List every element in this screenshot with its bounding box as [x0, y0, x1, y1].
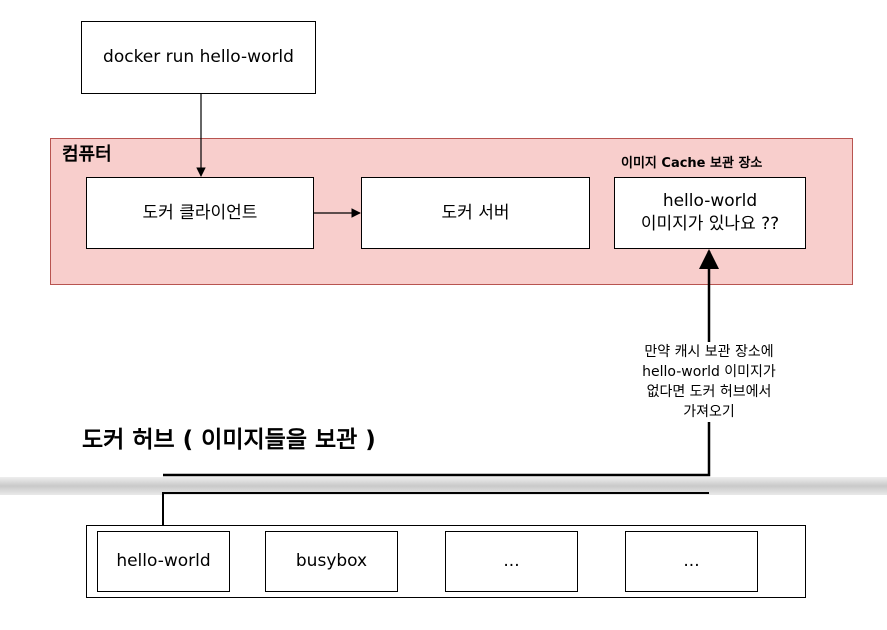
docker-client-label: 도커 클라이언트 — [142, 202, 258, 223]
note-line-2: hello-world 이미지가 — [642, 364, 776, 380]
hub-connector — [162, 492, 709, 533]
cache-line-1: hello-world — [662, 191, 758, 212]
hub-image-label: ... — [503, 551, 520, 572]
computer-title: 컴퓨터 — [62, 144, 112, 165]
cache-title: 이미지 Cache 보관 장소 — [621, 156, 763, 171]
hub-image-hello-world: hello-world — [97, 531, 230, 592]
hub-title: 도커 허브 ( 이미지들을 보관 ) — [82, 427, 376, 453]
docker-server-box: 도커 서버 — [361, 177, 590, 249]
hub-image-more-2: ... — [625, 531, 758, 592]
fetch-note: 만약 캐시 보관 장소에 hello-world 이미지가 없다면 도커 허브에… — [612, 342, 806, 422]
hub-image-label: hello-world — [116, 551, 211, 572]
hub-image-label: busybox — [295, 551, 368, 572]
arrow-hub-to-cache — [163, 249, 719, 477]
hub-divider — [0, 477, 887, 495]
note-line-3: 없다면 도커 허브에서 — [646, 384, 772, 400]
note-line-4: 가져오기 — [683, 404, 735, 420]
hub-image-label: ... — [683, 551, 700, 572]
hub-image-more-1: ... — [445, 531, 578, 592]
command-text: docker run hello-world — [103, 47, 294, 68]
cache-line-2: 이미지가 있나요 ?? — [640, 214, 780, 234]
hub-image-busybox: busybox — [265, 531, 398, 592]
docker-client-box: 도커 클라이언트 — [86, 177, 314, 249]
note-line-1: 만약 캐시 보관 장소에 — [644, 344, 774, 360]
image-cache-box: hello-world 이미지가 있나요 ?? — [614, 177, 806, 249]
command-box: docker run hello-world — [81, 21, 316, 94]
docker-server-label: 도커 서버 — [441, 202, 510, 223]
